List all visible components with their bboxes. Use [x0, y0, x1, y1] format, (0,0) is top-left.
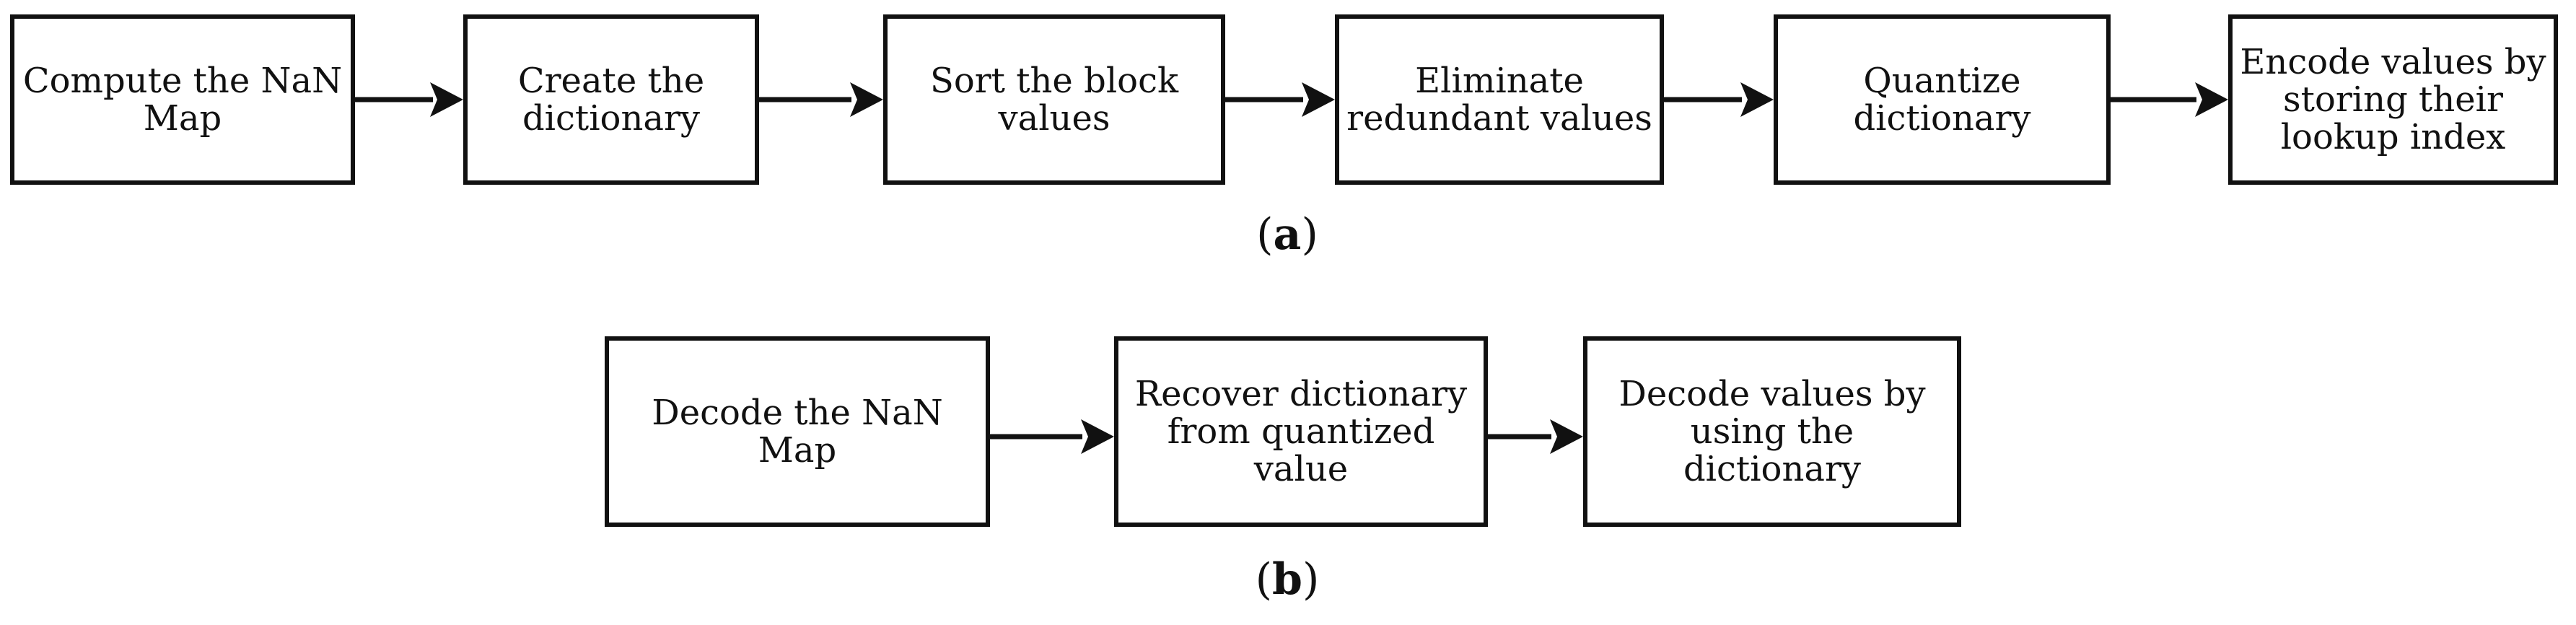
- arrow-a-5: [2111, 82, 2228, 117]
- caption-b: (b): [1244, 554, 1331, 605]
- caption-a: (a): [1244, 209, 1331, 260]
- step-decode-nan-map: Decode the NaN Map: [605, 336, 990, 527]
- step-create-dictionary: Create the dictionary: [463, 14, 759, 185]
- caption-a-close: ): [1301, 209, 1318, 260]
- step-eliminate-redundant-values: Eliminate redundant values: [1335, 14, 1664, 185]
- arrow-a-3: [1225, 82, 1335, 117]
- step-label: Decode the NaN Map: [652, 393, 943, 471]
- step-compute-nan-map: Compute the NaN Map: [10, 14, 355, 185]
- step-quantize-dictionary: Quantize dictionary: [1774, 14, 2111, 185]
- step-label: Eliminate redundant values: [1346, 61, 1652, 139]
- caption-b-letter: b: [1272, 554, 1302, 605]
- step-label: Decode values by using the dictionary: [1618, 374, 1926, 489]
- caption-b-open: (: [1255, 554, 1273, 605]
- step-label: Create the dictionary: [517, 61, 705, 139]
- step-decode-values: Decode values by using the dictionary: [1583, 336, 1961, 527]
- arrow-a-4: [1664, 82, 1774, 117]
- step-label: Sort the block values: [929, 61, 1179, 139]
- step-label: Quantize dictionary: [1853, 61, 2031, 139]
- arrow-b-2: [1488, 419, 1583, 454]
- arrow-a-1: [355, 82, 463, 117]
- step-label: Recover dictionary from quantized value: [1134, 374, 1468, 489]
- arrow-a-2: [759, 82, 883, 117]
- step-encode-values: Encode values by storing their lookup in…: [2228, 14, 2558, 185]
- step-recover-dictionary: Recover dictionary from quantized value: [1114, 336, 1488, 527]
- caption-a-open: (: [1256, 209, 1274, 260]
- step-label: Encode values by storing their lookup in…: [2240, 42, 2546, 157]
- caption-b-close: ): [1302, 554, 1320, 605]
- step-sort-block-values: Sort the block values: [883, 14, 1225, 185]
- caption-a-letter: a: [1273, 209, 1302, 260]
- step-label: Compute the NaN Map: [22, 61, 343, 139]
- arrow-b-1: [990, 419, 1114, 454]
